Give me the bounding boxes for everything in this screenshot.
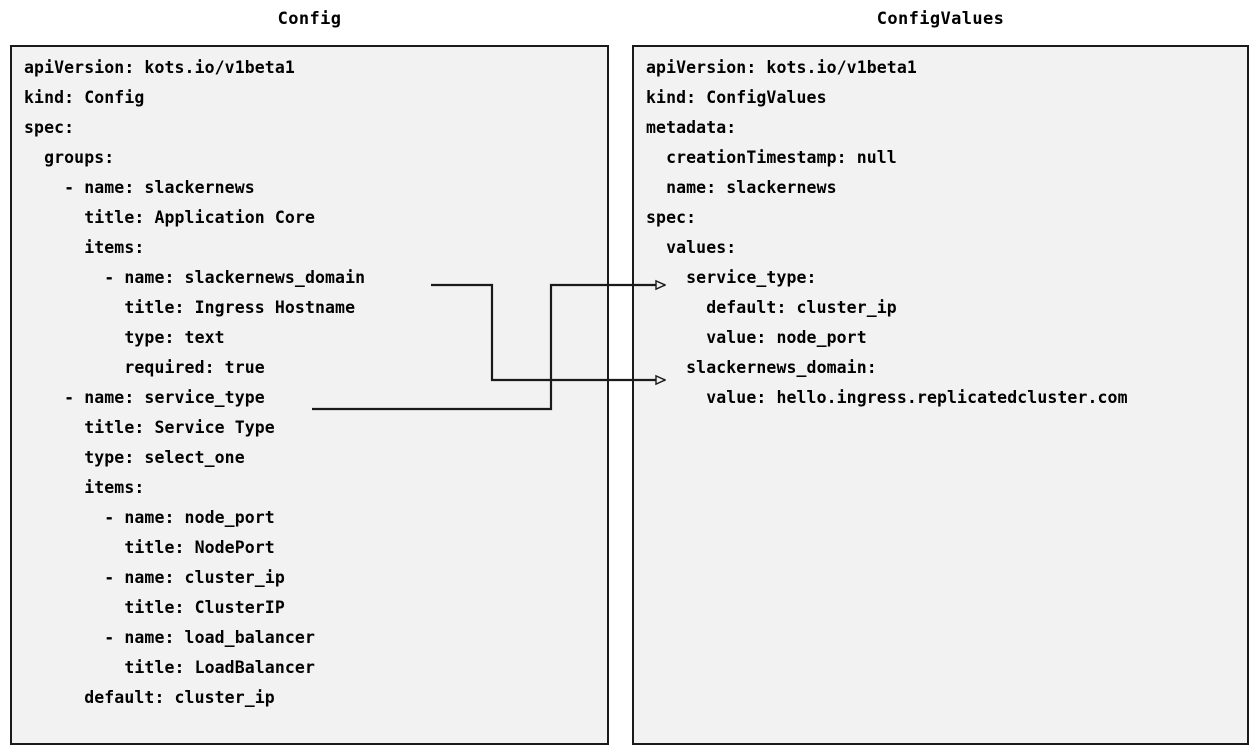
config-panel-title: Config <box>277 9 342 29</box>
config-line: items: <box>24 478 145 497</box>
config-panel: apiVersion: kots.io/v1beta1 kind: Config s… <box>10 45 609 745</box>
configvalues-line: service_type: <box>646 268 817 287</box>
config-line: type: text <box>24 328 225 347</box>
config-line: title: Service Type <box>24 418 275 437</box>
configvalues-line: default: cluster_ip <box>646 298 897 317</box>
config-line: spec: <box>24 118 75 137</box>
config-line: title: Ingress Hostname <box>24 298 356 317</box>
configvalues-line: value: hello.ingress.replicatedcluster.c… <box>646 388 1128 407</box>
config-line: - name: service_type <box>24 388 265 407</box>
config-line: title: NodePort <box>24 538 275 557</box>
configvalues-panel: apiVersion: kots.io/v1beta1 kind: ConfigV… <box>632 45 1249 745</box>
config-line: title: ClusterIP <box>24 598 285 617</box>
config-line: title: LoadBalancer <box>24 658 315 677</box>
config-yaml-block: apiVersion: kots.io/v1beta1 kind: Config s… <box>24 53 607 713</box>
configvalues-yaml-block: apiVersion: kots.io/v1beta1 kind: ConfigV… <box>646 53 1247 413</box>
configvalues-panel-title: ConfigValues <box>876 9 1005 29</box>
config-line: - name: node_port <box>24 508 275 527</box>
config-line: kind: Config <box>24 88 145 107</box>
config-line: - name: slackernews <box>24 178 255 197</box>
configvalues-line: kind: ConfigValues <box>646 88 827 107</box>
configvalues-line: spec: <box>646 208 697 227</box>
config-line: - name: load_balancer <box>24 628 315 647</box>
config-line: type: select_one <box>24 448 245 467</box>
configvalues-line: slackernews_domain: <box>646 358 877 377</box>
config-line: required: true <box>24 358 265 377</box>
config-line: items: <box>24 238 145 257</box>
configvalues-line: apiVersion: kots.io/v1beta1 <box>646 58 917 77</box>
config-line: title: Application Core <box>24 208 315 227</box>
configvalues-line: values: <box>646 238 737 257</box>
configvalues-line: creationTimestamp: null <box>646 148 897 167</box>
config-line: - name: slackernews_domain <box>24 268 366 287</box>
configvalues-line: metadata: <box>646 118 737 137</box>
configvalues-line: value: node_port <box>646 328 867 347</box>
config-line: default: cluster_ip <box>24 688 275 707</box>
config-line: - name: cluster_ip <box>24 568 285 587</box>
configvalues-line: name: slackernews <box>646 178 837 197</box>
config-line: apiVersion: kots.io/v1beta1 <box>24 58 295 77</box>
config-line: groups: <box>24 148 115 167</box>
